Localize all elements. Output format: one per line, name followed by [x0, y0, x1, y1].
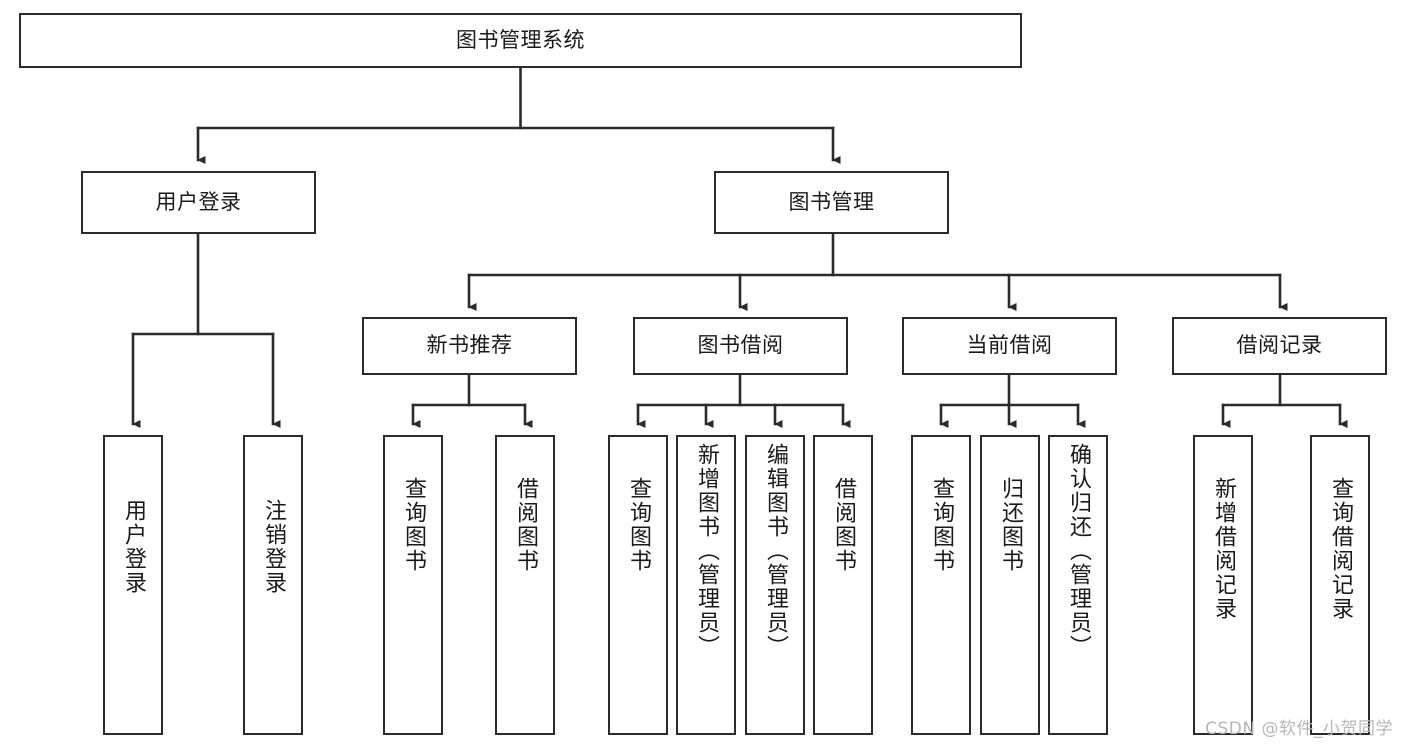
node-leaf-confirm-return[interactable]: 确认归还（管理员） [1048, 435, 1108, 735]
node-book-management[interactable]: 图书管理 [714, 171, 949, 234]
node-leaf-return-book-label: 归还图书 [998, 477, 1023, 573]
node-user-login-label: 用户登录 [155, 189, 242, 214]
node-new-book-recommend-label: 新书推荐 [426, 333, 513, 358]
node-leaf-borrow-book-1-label: 借阅图书 [513, 477, 538, 573]
node-leaf-query-record-label: 查询借阅记录 [1328, 477, 1353, 621]
node-leaf-logout[interactable]: 注销登录 [243, 435, 303, 735]
node-leaf-confirm-return-label: 确认归还（管理员） [1066, 443, 1091, 659]
node-leaf-borrow-book-2[interactable]: 借阅图书 [813, 435, 873, 735]
node-leaf-borrow-book-2-label: 借阅图书 [831, 477, 856, 573]
node-leaf-return-book[interactable]: 归还图书 [980, 435, 1040, 735]
node-current-borrow-label: 当前借阅 [966, 333, 1053, 358]
node-leaf-query-book-1[interactable]: 查询图书 [383, 435, 443, 735]
node-current-borrow[interactable]: 当前借阅 [902, 317, 1117, 375]
node-leaf-query-book-3[interactable]: 查询图书 [911, 435, 971, 735]
node-leaf-add-book-label: 新增图书（管理员） [694, 443, 719, 659]
node-leaf-add-record-label: 新增借阅记录 [1211, 477, 1236, 621]
node-leaf-logout-label: 注销登录 [261, 499, 286, 595]
node-leaf-query-record[interactable]: 查询借阅记录 [1310, 435, 1370, 735]
node-book-management-label: 图书管理 [788, 189, 875, 214]
watermark: CSDN @软件_小贺同学 [1205, 719, 1393, 739]
node-leaf-add-record[interactable]: 新增借阅记录 [1193, 435, 1253, 735]
node-leaf-user-login[interactable]: 用户登录 [103, 435, 163, 735]
node-borrow-record-label: 借阅记录 [1236, 333, 1323, 358]
node-leaf-user-login-label: 用户登录 [121, 499, 146, 595]
node-leaf-edit-book-label: 编辑图书（管理员） [763, 443, 788, 659]
node-leaf-query-book-2[interactable]: 查询图书 [608, 435, 668, 735]
node-book-borrow-label: 图书借阅 [697, 333, 784, 358]
node-book-borrow[interactable]: 图书借阅 [633, 317, 848, 375]
node-borrow-record[interactable]: 借阅记录 [1172, 317, 1387, 375]
node-leaf-query-book-1-label: 查询图书 [401, 477, 426, 573]
node-leaf-add-book[interactable]: 新增图书（管理员） [676, 435, 736, 735]
node-root[interactable]: 图书管理系统 [19, 13, 1022, 68]
node-leaf-edit-book[interactable]: 编辑图书（管理员） [745, 435, 805, 735]
node-leaf-borrow-book-1[interactable]: 借阅图书 [495, 435, 555, 735]
node-new-book-recommend[interactable]: 新书推荐 [362, 317, 577, 375]
node-root-label: 图书管理系统 [456, 27, 585, 52]
node-leaf-query-book-2-label: 查询图书 [626, 477, 651, 573]
node-leaf-query-book-3-label: 查询图书 [929, 477, 954, 573]
node-user-login[interactable]: 用户登录 [81, 171, 316, 234]
